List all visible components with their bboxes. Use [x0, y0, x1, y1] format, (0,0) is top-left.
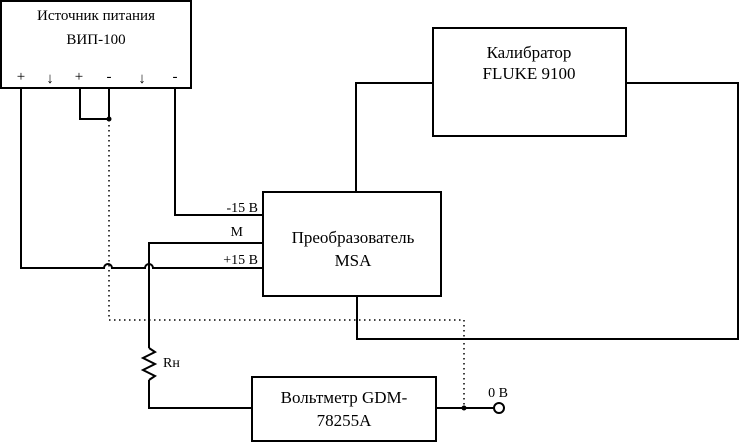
power-supply-title: Источник питания [37, 8, 155, 24]
calibrator-box [432, 27, 627, 137]
terminal-2-label: ↓ [46, 71, 54, 87]
voltmeter-title: Вольтметр GDM- [281, 388, 408, 407]
power-supply-block: Источник питания ВИП-100 + ↓ + - ↓ - [0, 0, 192, 89]
converter-model: MSA [335, 251, 373, 270]
junctions [106, 116, 467, 411]
ground-terminal-circle [493, 402, 505, 414]
terminal-3-label: + [75, 69, 83, 85]
wire-minus15 [174, 88, 263, 216]
terminal-5-label: ↓ [138, 71, 146, 87]
wire-plus15 [20, 88, 263, 269]
solid-wires [20, 82, 739, 409]
power-supply-model: ВИП-100 [66, 32, 125, 48]
wire-terminal-bridge [79, 88, 110, 120]
dotted-common-line [108, 120, 465, 339]
voltmeter-box [251, 376, 437, 442]
calibrator-block: Калибратор FLUKE 9100 [432, 27, 627, 137]
resistor-zigzag [140, 347, 158, 381]
converter-block: Преобразователь MSA -15 В M +15 В [223, 191, 442, 297]
ground-terminal: 0 В [488, 386, 508, 414]
calibrator-model: FLUKE 9100 [482, 64, 575, 83]
converter-pin-m: M [231, 225, 244, 240]
converter-title: Преобразователь [292, 228, 415, 247]
wire-m-to-resistor [148, 242, 263, 348]
dotted-wires [108, 120, 465, 408]
calibrator-title: Калибратор [487, 43, 572, 62]
power-supply-box [0, 0, 192, 89]
junction-ground [461, 405, 467, 411]
ground-label: 0 В [488, 386, 508, 401]
terminal-4-label: - [107, 69, 112, 85]
converter-pin-minus15: -15 В [227, 201, 259, 216]
terminal-1-label: + [17, 69, 25, 85]
terminal-6-label: - [173, 69, 178, 85]
voltmeter-block: Вольтметр GDM- 78255A [251, 376, 437, 442]
wire-resistor-to-voltmeter [148, 380, 252, 409]
resistor-label: Rн [163, 356, 180, 371]
wire-calibrator-top [355, 82, 433, 192]
junction-bridge [106, 116, 112, 122]
converter-box [262, 191, 442, 297]
voltmeter-model: 78255A [317, 411, 373, 430]
converter-pin-plus15: +15 В [223, 253, 258, 268]
wire-calibrator-bottom [356, 82, 739, 340]
